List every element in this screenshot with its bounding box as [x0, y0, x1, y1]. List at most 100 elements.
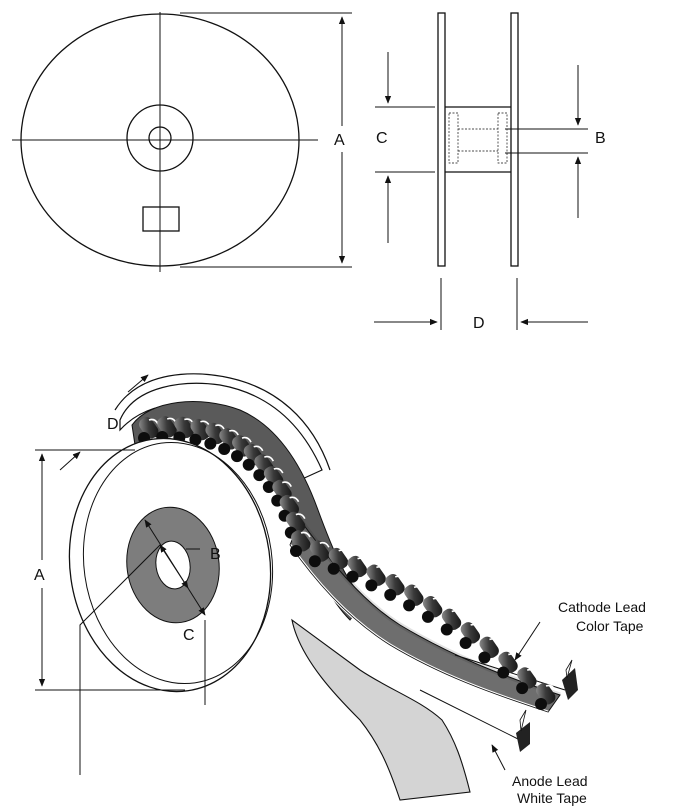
diode-body — [478, 636, 500, 664]
diode-cylinder — [441, 608, 462, 630]
hub-circle — [126, 104, 194, 172]
cathode-label-line1: Cathode Lead — [558, 599, 646, 615]
hub-inner-right — [497, 112, 508, 164]
diode-cylinder — [205, 422, 225, 445]
diode-end-cap — [459, 637, 472, 650]
diode-end-cap — [253, 469, 266, 482]
diode-body — [204, 422, 226, 450]
diode-highlight — [241, 436, 252, 443]
diode-cylinder — [174, 416, 194, 439]
diode-body — [189, 418, 211, 446]
label-bottom-B: B — [210, 546, 221, 563]
diode-cylinder — [347, 555, 367, 578]
diode-highlight — [526, 668, 537, 675]
diode-end-cap — [262, 481, 275, 494]
diode-highlight — [451, 610, 462, 616]
diode-highlight — [300, 531, 311, 538]
diode-row — [138, 416, 556, 710]
bottom-dim-d-arrow-1 — [127, 374, 149, 393]
diode-body — [290, 530, 311, 557]
diode-end-cap — [365, 579, 378, 592]
diode-end-cap — [204, 437, 217, 450]
diode-highlight — [253, 445, 264, 452]
anode-tape-tab — [519, 709, 527, 732]
diode-highlight — [394, 575, 405, 582]
diode-cylinder — [291, 530, 311, 552]
diode-highlight — [338, 549, 349, 556]
diode-highlight — [376, 566, 387, 572]
diode-body — [365, 564, 387, 592]
right-flange — [510, 12, 519, 267]
diode-body — [535, 683, 556, 710]
diode-cylinder — [460, 622, 481, 644]
diode-cylinder — [285, 511, 306, 534]
diode-cylinder — [366, 564, 386, 586]
hanging-tape-sheet — [291, 618, 471, 801]
cathode-tape-tab — [565, 659, 573, 679]
back-flange-edge — [114, 373, 331, 471]
diode-highlight — [470, 623, 481, 630]
diode-end-cap — [403, 599, 416, 612]
label-window — [142, 206, 180, 232]
label-bottom-C: C — [183, 627, 195, 644]
diode-cylinder — [139, 417, 159, 439]
diode-end-cap — [440, 623, 453, 636]
reel-side-view — [374, 12, 588, 330]
anode-leader — [491, 744, 506, 771]
diode-cylinder — [422, 596, 443, 618]
diode-cylinder — [517, 667, 537, 689]
label-side-D: D — [473, 315, 485, 332]
left-flange — [437, 12, 446, 267]
diode-end-cap — [497, 666, 510, 679]
diode-cylinder — [536, 683, 556, 705]
diode-end-cap — [308, 555, 321, 568]
tape-top-edge — [298, 518, 561, 698]
diode-body — [327, 547, 349, 575]
anode-label-line1: Anode Lead — [512, 773, 588, 789]
label-front-A: A — [334, 132, 345, 149]
diode-cylinder — [498, 651, 518, 674]
anode-lead-wire — [419, 689, 521, 741]
anode-tape-end — [516, 722, 530, 752]
diode-highlight — [545, 684, 556, 691]
diode-cylinder — [157, 416, 177, 438]
diode-body — [516, 667, 537, 695]
diode-cylinder — [328, 547, 349, 570]
diode-end-cap — [327, 562, 340, 575]
white-tape-edge-line — [289, 544, 549, 713]
diode-highlight — [289, 496, 300, 503]
label-side-B: B — [595, 130, 606, 147]
reel-perspective-view — [35, 373, 578, 801]
diode-body — [440, 608, 462, 636]
center-leader — [79, 544, 161, 775]
label-side-C: C — [376, 130, 388, 147]
hub-inner-left — [448, 112, 459, 164]
diode-highlight — [413, 586, 424, 592]
diode-end-cap — [421, 610, 434, 623]
diode-body — [346, 555, 368, 583]
diode-highlight — [357, 557, 368, 564]
diode-highlight — [432, 597, 443, 604]
diode-highlight — [489, 638, 500, 644]
reel-front-view — [12, 12, 352, 272]
diode-highlight — [319, 541, 330, 548]
cathode-tape-end — [562, 668, 578, 700]
diode-highlight — [215, 424, 226, 430]
diode-body — [403, 584, 424, 612]
front-flange-inner-rim — [82, 441, 274, 685]
diode-end-cap — [231, 450, 244, 463]
diode-end-cap — [242, 458, 255, 471]
anode-label-line2: White Tape — [517, 790, 587, 806]
diode-highlight — [295, 513, 306, 519]
diode-cylinder — [279, 494, 300, 517]
diode-end-cap — [516, 682, 529, 695]
bottom-dim-c-arrow — [144, 519, 206, 616]
bottom-dim-d-arrow-2 — [59, 451, 81, 471]
diode-body — [284, 511, 306, 539]
diode-body — [384, 574, 405, 601]
diode-cylinder — [385, 574, 405, 596]
diode-end-cap — [189, 433, 202, 446]
diode-highlight — [264, 455, 275, 462]
